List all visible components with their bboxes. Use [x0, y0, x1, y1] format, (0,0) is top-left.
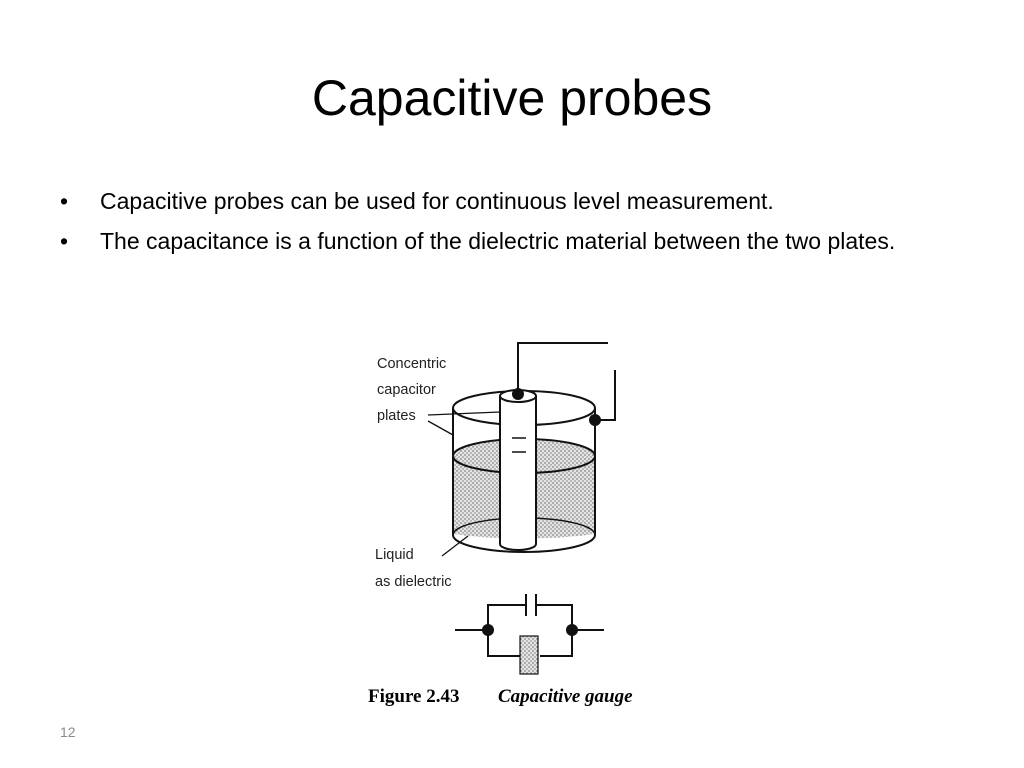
- connection-wires: [517, 342, 616, 421]
- outer-terminal-dot: [589, 414, 601, 426]
- label-liquid-line1: Liquid: [375, 547, 414, 563]
- slide-title: Capacitive probes: [311, 70, 713, 126]
- bullet-dot: •: [60, 188, 69, 214]
- capacitive-gauge-figure: Concentric capacitor plates Liquid as di…: [360, 330, 680, 715]
- bullet-item: • The capacitance is a function of the d…: [60, 224, 960, 259]
- dielectric-symbol: [519, 635, 539, 675]
- label-plates-line1: Concentric: [377, 356, 446, 372]
- bullet-dot: •: [60, 228, 69, 254]
- figure-caption-text: Capacitive gauge: [498, 686, 633, 707]
- bullet-text: Capacitive probes can be used for contin…: [100, 188, 774, 214]
- inner-terminal-dot: [512, 388, 524, 400]
- label-plates-line2: capacitor: [377, 382, 436, 398]
- capacitive-gauge-diagram: Concentric capacitor plates Liquid as di…: [368, 342, 633, 707]
- schematic-node-left: [482, 624, 494, 636]
- schematic-node-right: [566, 624, 578, 636]
- bullet-item: • Capacitive probes can be used for cont…: [60, 184, 960, 219]
- bullet-list: • Capacitive probes can be used for cont…: [60, 184, 960, 264]
- label-leaders: [427, 411, 501, 557]
- label-liquid-line2: as dielectric: [375, 574, 452, 590]
- bullet-text: The capacitance is a function of the die…: [100, 228, 896, 254]
- slide-number: 12: [60, 724, 76, 740]
- inner-electrode: [499, 389, 537, 551]
- label-plates-line3: plates: [377, 408, 416, 424]
- figure-caption-number: Figure 2.43: [368, 686, 459, 707]
